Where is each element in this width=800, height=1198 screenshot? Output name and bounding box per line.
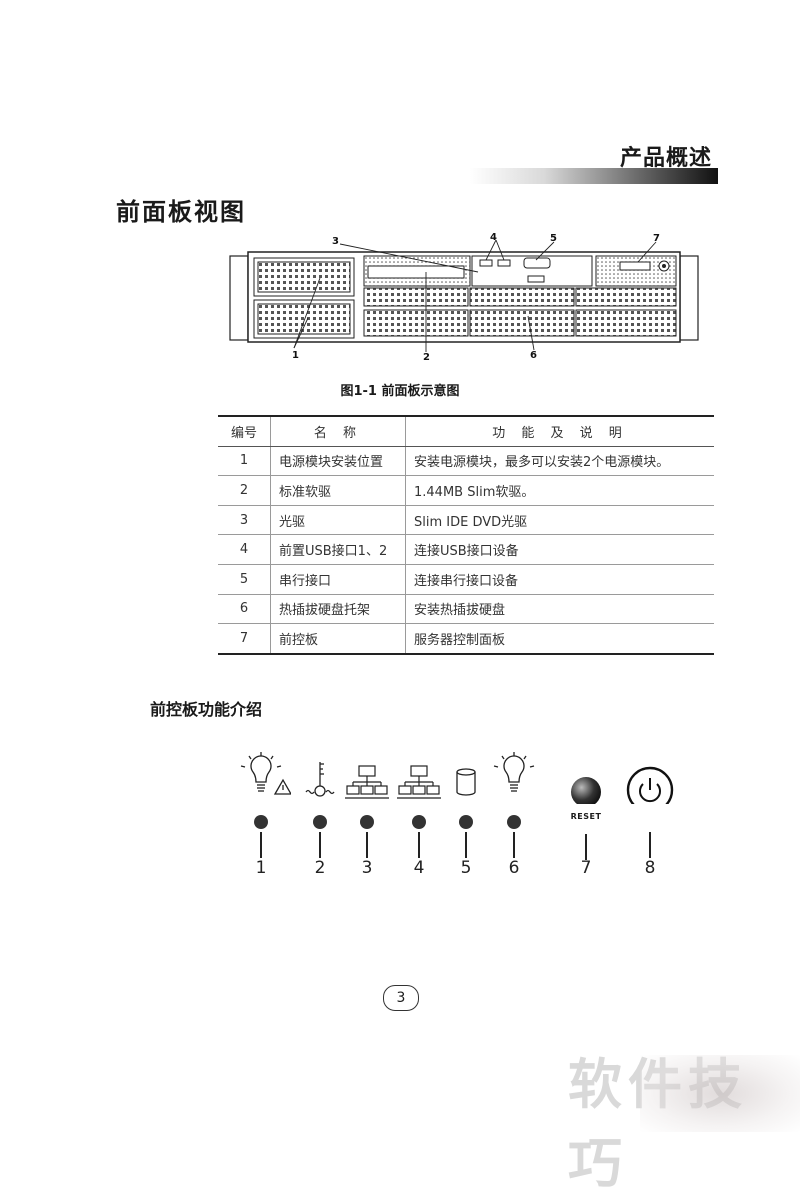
indicator-number: 4	[413, 858, 425, 878]
table-row: 2 标准软驱 1.44MB Slim软驱。	[218, 475, 714, 506]
callout-4: 4	[490, 232, 497, 243]
callout-1: 1	[292, 350, 299, 361]
header-description: 功 能 及 说 明	[405, 414, 714, 447]
chassis-front-figure: 3 4 5 7 1 2 6	[229, 232, 699, 362]
leader-line	[513, 832, 515, 858]
table-row: 3 光驱 Slim IDE DVD光驱	[218, 505, 714, 536]
row-description: 安装热插拔硬盘	[405, 594, 714, 625]
callout-3: 3	[332, 236, 339, 247]
led-1	[254, 815, 268, 829]
psu-bays	[253, 257, 355, 339]
indicator-number: 7	[580, 858, 592, 878]
table-row: 6 热插拔硬盘托架 安装热插拔硬盘	[218, 594, 714, 625]
indicator-number: 6	[508, 858, 520, 878]
row-number: 1	[218, 446, 271, 477]
row-description: Slim IDE DVD光驱	[405, 505, 714, 536]
callout-6: 6	[530, 350, 537, 361]
indicator-number: 1	[255, 858, 267, 878]
table-row: 4 前置USB接口1、2 连接USB接口设备	[218, 534, 714, 565]
indicator-7: RESET 7	[556, 752, 616, 882]
row-number: 5	[218, 564, 271, 595]
indicator-4: 4	[389, 752, 449, 882]
control-panel-heading: 前控板功能介绍	[150, 700, 263, 719]
led-4	[412, 815, 426, 829]
indicator-8: 8	[620, 752, 680, 882]
lightbulb-icon	[493, 752, 535, 792]
row-name: 前控板	[270, 623, 406, 655]
indicator-3: 3	[337, 752, 397, 882]
indicator-number: 2	[314, 858, 326, 878]
reset-label: RESET	[570, 812, 602, 821]
row-name: 前置USB接口1、2	[270, 534, 406, 565]
temperature-icon	[305, 762, 335, 797]
table-row: 7 前控板 服务器控制面板	[218, 623, 714, 655]
indicator-number: 8	[644, 858, 656, 878]
table-row: 5 串行接口 连接串行接口设备	[218, 564, 714, 595]
row-name: 热插拔硬盘托架	[270, 594, 406, 625]
leader-line	[649, 832, 651, 858]
row-name: 电源模块安装位置	[270, 446, 406, 477]
watermark-blur	[640, 1055, 800, 1132]
row-name: 光驱	[270, 505, 406, 536]
power-button-icon	[626, 766, 674, 804]
callout-7: 7	[653, 233, 660, 244]
row-description: 服务器控制面板	[405, 623, 714, 655]
led-6	[507, 815, 521, 829]
components-table: 编号 名 称 功 能 及 说 明 1 电源模块安装位置 安装电源模块，最多可以安…	[218, 414, 714, 655]
led-3	[360, 815, 374, 829]
table-row: 1 电源模块安装位置 安装电源模块，最多可以安装2个电源模块。	[218, 446, 714, 477]
network-icon	[345, 765, 389, 799]
row-number: 6	[218, 594, 271, 625]
indicator-number: 3	[361, 858, 373, 878]
row-name: 标准软驱	[270, 475, 406, 506]
header-number: 编号	[218, 414, 271, 447]
callout-2: 2	[423, 352, 430, 362]
network-icon	[397, 765, 441, 799]
indicator-2: 2	[290, 752, 350, 882]
row-number: 3	[218, 505, 271, 536]
callout-5: 5	[550, 233, 557, 244]
page-heading: 前面板视图	[116, 198, 246, 226]
leader-line	[418, 832, 420, 858]
led-2	[313, 815, 327, 829]
figure-caption: 图1-1 前面板示意图	[340, 384, 460, 399]
indicator-5: 5	[436, 752, 496, 882]
section-title: 产品概述	[619, 146, 712, 171]
row-number: 2	[218, 475, 271, 506]
led-5	[459, 815, 473, 829]
row-name: 串行接口	[270, 564, 406, 595]
leader-line	[465, 832, 467, 858]
indicator-number: 5	[460, 858, 472, 878]
leader-line	[585, 834, 587, 860]
leader-line	[319, 832, 321, 858]
leader-line	[260, 832, 262, 858]
disk-icon	[456, 768, 476, 796]
row-description: 安装电源模块，最多可以安装2个电源模块。	[405, 446, 714, 477]
row-number: 4	[218, 534, 271, 565]
header-gradient-bar	[470, 168, 718, 184]
row-description: 连接串行接口设备	[405, 564, 714, 595]
leader-line	[366, 832, 368, 858]
reset-button-icon	[571, 777, 601, 804]
hdd-trays	[363, 287, 677, 337]
warning-lightbulb-icon	[240, 752, 291, 795]
indicator-1: 1	[231, 752, 291, 882]
page-number: 3	[383, 985, 419, 1011]
row-number: 7	[218, 623, 271, 655]
header-name: 名 称	[270, 414, 406, 447]
indicator-6: 6	[484, 752, 544, 882]
row-description: 1.44MB Slim软驱。	[405, 475, 714, 506]
row-description: 连接USB接口设备	[405, 534, 714, 565]
table-header-row: 编号 名 称 功 能 及 说 明	[218, 414, 714, 447]
